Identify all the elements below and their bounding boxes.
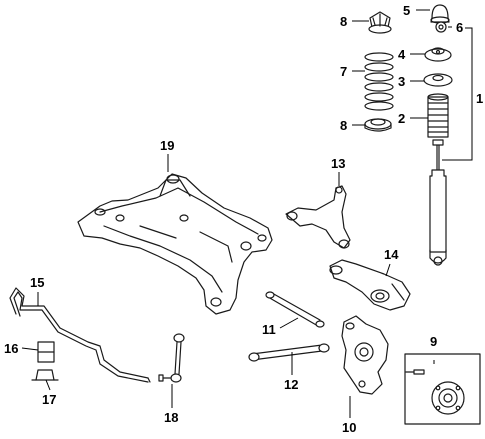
- stabilizer-bushing-part: [37, 341, 55, 363]
- upper-mount-part: [424, 47, 452, 62]
- trailing-link-part: [248, 343, 330, 362]
- leader-lines: [21, 9, 473, 418]
- callout-13: 13: [331, 156, 345, 171]
- callout-5: 5: [403, 3, 410, 18]
- callout-11: 11: [262, 322, 276, 337]
- callout-8-upper: 8: [340, 14, 347, 29]
- callout-labels: 1 2 3 4 5 6 7 8 8 9 10 11 12 13 14 15 16…: [4, 3, 483, 435]
- mount-plate-part: [423, 73, 453, 87]
- shock-absorber-part: [429, 139, 447, 266]
- callout-19: 19: [160, 138, 174, 153]
- dust-boot-part: [427, 93, 449, 138]
- upper-spring-seat-part: [368, 11, 392, 34]
- callout-12: 12: [284, 377, 298, 392]
- callout-15: 15: [30, 275, 44, 290]
- callout-1: 1: [476, 91, 483, 106]
- callout-14: 14: [384, 247, 399, 262]
- callout-18: 18: [164, 410, 178, 425]
- stabilizer-bar-part: [9, 287, 151, 383]
- bushing-bracket-part: [31, 369, 59, 381]
- callout-7: 7: [340, 64, 347, 79]
- coil-spring-part: [364, 52, 394, 111]
- subframe-crossmember-part: [77, 173, 273, 315]
- callout-10: 10: [342, 420, 356, 435]
- callout-6: 6: [456, 20, 463, 35]
- callout-9: 9: [430, 334, 437, 349]
- lower-control-arm-part: [329, 259, 411, 311]
- callout-17: 17: [42, 392, 56, 407]
- lateral-link-part: [265, 291, 325, 328]
- knuckle-part: [341, 315, 389, 395]
- callout-2: 2: [398, 111, 405, 126]
- callout-8-lower: 8: [340, 118, 347, 133]
- nut-part: [435, 21, 447, 33]
- callout-4: 4: [398, 47, 406, 62]
- hub-bearing-assembly-part: [404, 353, 481, 425]
- callout-16: 16: [4, 341, 18, 356]
- bump-stop-part: [430, 4, 450, 24]
- callout-3: 3: [398, 74, 405, 89]
- upper-control-arm-part: [285, 185, 351, 249]
- stabilizer-link-part: [158, 333, 185, 383]
- lower-spring-seat-part: [364, 118, 392, 132]
